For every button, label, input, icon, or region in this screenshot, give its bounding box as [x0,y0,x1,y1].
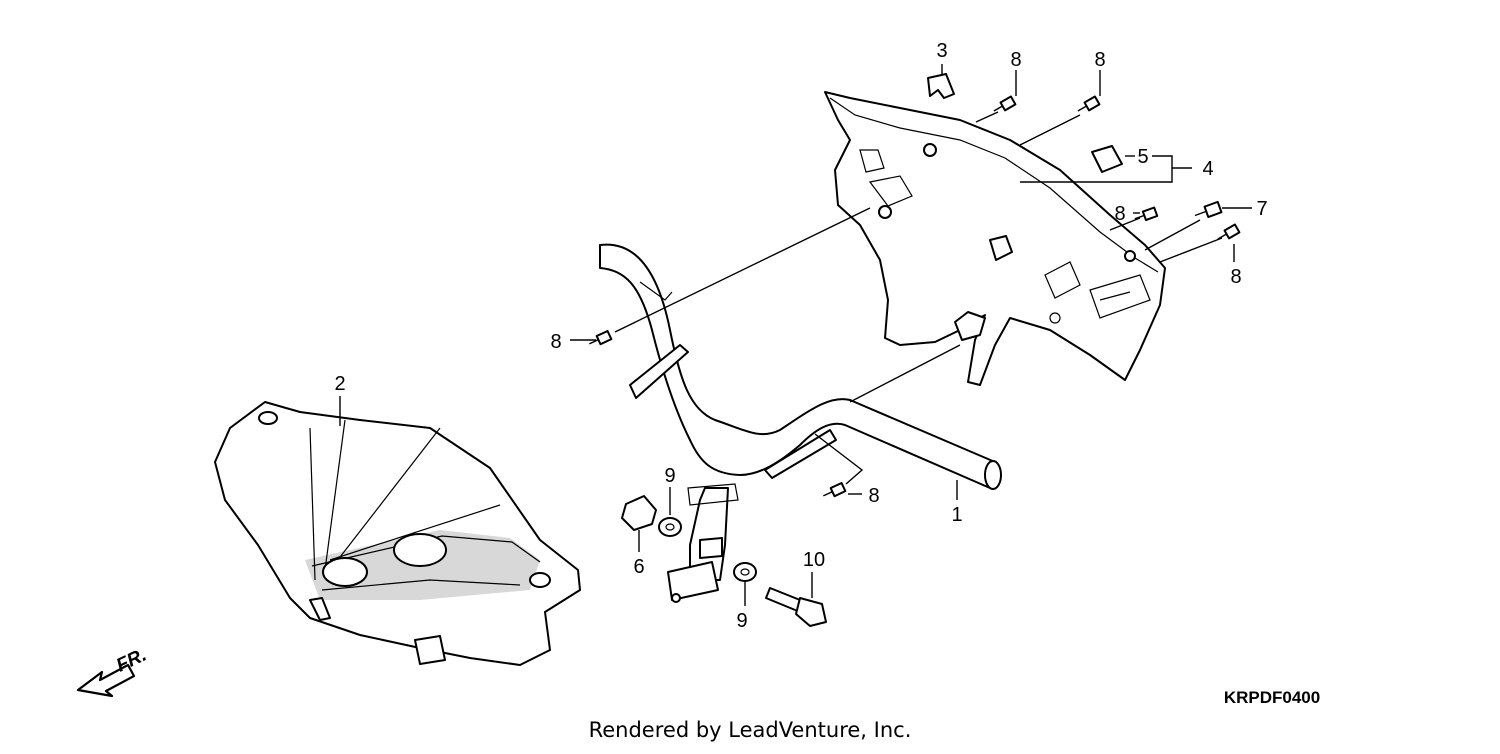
callout-5: 5 [1137,146,1148,168]
handlebar [599,243,1002,603]
render-credit: Rendered by LeadVenture, Inc. [589,718,912,742]
washer-9-lower-hole [740,568,750,576]
screw-group [589,95,1241,498]
callout-2: 2 [334,373,345,395]
callout-8-lower: 8 [868,485,879,507]
callout-3: 3 [936,40,947,62]
screw-8-right [1217,223,1241,240]
callout-8-top-right: 8 [1094,49,1105,71]
screw-8-top-left [993,95,1017,112]
screw-8-top-right [1077,95,1101,112]
callout-8-top-left: 8 [1010,49,1021,71]
washer-9-lower [733,562,757,582]
callout-9-lower: 9 [736,610,747,632]
emblem-part-5 [1091,145,1123,173]
washer-9-upper [658,517,682,537]
handlebar-rear-cover [824,91,1166,386]
front-direction-arrow: FR. [76,645,150,698]
nut-part-6 [621,495,657,531]
callout-6: 6 [633,556,644,578]
screw-8-left [589,329,613,346]
arrow-icon [76,663,136,698]
washer-9-upper-hole [665,523,675,531]
clip-part-3 [927,73,955,99]
screw-8-lower [823,481,847,498]
callout-10: 10 [803,549,825,571]
callout-8-mid: 8 [1114,203,1125,225]
callout-8-left: 8 [550,331,561,353]
callout-4: 4 [1202,158,1213,180]
screw-8-mid [1134,206,1159,222]
callout-1: 1 [951,504,962,526]
screw-7 [1194,200,1223,219]
diagram-code: KRPDF0400 [1224,688,1320,707]
callout-9-upper: 9 [664,465,675,487]
handlebar-front-cover [214,401,581,666]
callout-7: 7 [1256,198,1267,220]
bolt-part-10 [765,587,827,627]
callout-labels: 3 8 8 5 4 8 7 8 8 2 8 1 9 6 9 10 [334,40,1267,632]
leader-lines [339,64,1252,606]
callout-8-right: 8 [1230,266,1241,288]
